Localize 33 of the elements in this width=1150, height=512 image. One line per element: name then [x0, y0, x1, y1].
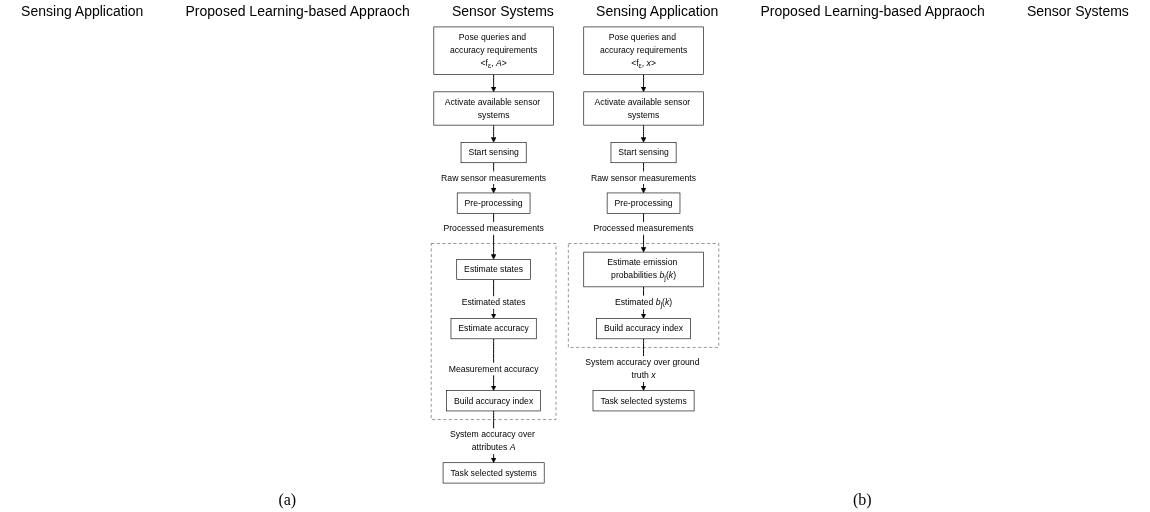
node-box: Build accuracy index — [446, 390, 541, 412]
cluster — [568, 243, 720, 348]
node-box: Activate available sensor systems — [433, 91, 554, 126]
edge-label: System accuracy over ground truth x — [585, 357, 700, 381]
lane-heading: Proposed Learning-based Appraoch — [760, 3, 985, 19]
node-box: Estimate states — [456, 259, 531, 280]
lane-heading: Proposed Learning-based Appraoch — [185, 3, 410, 19]
edge-label: Processed measurements — [443, 223, 544, 234]
panel-caption: (a) — [278, 491, 297, 509]
node-box: Pre-processing — [606, 192, 681, 214]
lane-heading: Sensor Systems — [1026, 3, 1129, 19]
lane-heading: Sensing Application — [21, 3, 144, 19]
node-box: Estimate accuracy — [450, 318, 537, 340]
node-box: Pose queries and accuracy requirements <f$_{ε}$, A> — [433, 26, 554, 75]
edge-label: Raw sensor measurements — [591, 172, 697, 183]
node-box: Start sensing — [610, 142, 677, 164]
node-box: Build accuracy index — [596, 318, 691, 340]
node-box: Activate available sensor systems — [583, 91, 704, 126]
node-box: Start sensing — [460, 142, 527, 164]
cluster — [430, 243, 557, 420]
edge-label: Raw sensor measurements — [441, 172, 547, 183]
node-box: Pose queries and accuracy requirements <f$_{ε}$, x> — [583, 26, 704, 75]
node-box: Task selected systems — [592, 390, 695, 412]
lane-heading: Sensor Systems — [451, 3, 554, 19]
edge-label: System accuracy over attributes A — [449, 429, 535, 453]
panel-caption: (b) — [852, 491, 872, 509]
edge-label: Processed measurements — [593, 223, 694, 234]
edge-label: Estimated states — [461, 297, 526, 308]
edge-label: Measurement accuracy — [448, 363, 539, 374]
node-box: Task selected systems — [442, 462, 545, 484]
node-box: Pre-processing — [456, 192, 531, 214]
edge-label: Estimated b$_{j}$(k) — [614, 296, 673, 309]
node-box: Estimate emission probabilities b$_{j}$(k) — [583, 251, 704, 288]
